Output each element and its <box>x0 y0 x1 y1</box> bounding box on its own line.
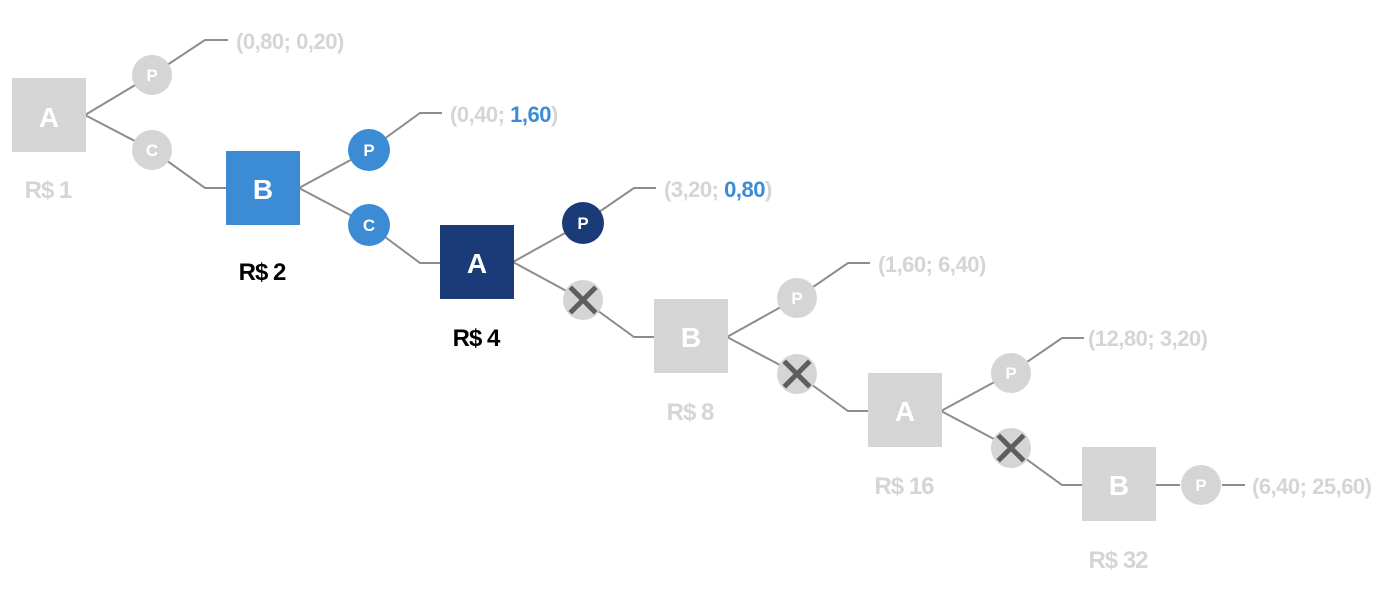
payoff-2: (0,40; 1,60) <box>450 102 558 127</box>
payoff-3: (3,20; 0,80) <box>664 177 772 202</box>
cross-icon <box>991 428 1031 468</box>
svg-text:C: C <box>146 141 158 160</box>
svg-text:P: P <box>1195 476 1206 495</box>
svg-text:P: P <box>1005 364 1016 383</box>
payoff-highlight: 0,80 <box>724 177 765 202</box>
player-label: A <box>39 102 59 133</box>
action-pass-5: P <box>991 353 1031 393</box>
node-box <box>440 225 514 299</box>
decision-node-2: B <box>226 151 300 225</box>
svg-text:C: C <box>363 216 375 235</box>
pot-amount: R$ 16 <box>874 473 934 500</box>
player-label: B <box>681 322 701 353</box>
action-pass-1: P <box>132 55 172 95</box>
svg-text:P: P <box>146 66 157 85</box>
action-pass-3: P <box>562 202 604 244</box>
node-box <box>12 78 86 152</box>
pot-amount: R$ 32 <box>1088 547 1148 574</box>
pot-amount: R$ 2 <box>239 259 286 286</box>
cross-icon <box>563 280 603 320</box>
action-pass-2: P <box>348 129 390 171</box>
node-box <box>654 299 728 373</box>
connectors <box>84 39 1245 486</box>
decision-node-1: A <box>12 78 86 152</box>
decision-node-3: A <box>440 225 514 299</box>
svg-text:P: P <box>363 141 374 160</box>
decision-node-4: B <box>654 299 728 373</box>
node-box <box>226 151 300 225</box>
svg-text:P: P <box>577 214 588 233</box>
pot-amount: R$ 8 <box>667 399 714 426</box>
action-continue-1: C <box>132 130 172 170</box>
payoff-5: (12,80; 3,20) <box>1088 326 1208 351</box>
node-box <box>868 373 942 447</box>
node-box <box>1082 447 1156 521</box>
action-pass-4: P <box>777 278 817 318</box>
action-continue-2: C <box>348 204 390 246</box>
payoff-6: (6,40; 25,60) <box>1252 474 1372 499</box>
decision-node-5: A <box>868 373 942 447</box>
player-label: A <box>467 248 487 279</box>
svg-text:P: P <box>791 289 802 308</box>
payoff-highlight: 1,60 <box>510 102 551 127</box>
action-pass-6: P <box>1181 465 1221 505</box>
player-label: B <box>253 174 273 205</box>
payoff-1: (0,80; 0,20) <box>236 29 344 54</box>
payoff-4: (1,60; 6,40) <box>878 252 986 277</box>
player-label: B <box>1109 470 1129 501</box>
player-label: A <box>895 396 915 427</box>
pot-amount: R$ 1 <box>25 177 72 204</box>
cross-icon <box>777 354 817 394</box>
decision-node-6: B <box>1082 447 1156 521</box>
pot-amount: R$ 4 <box>453 325 501 352</box>
